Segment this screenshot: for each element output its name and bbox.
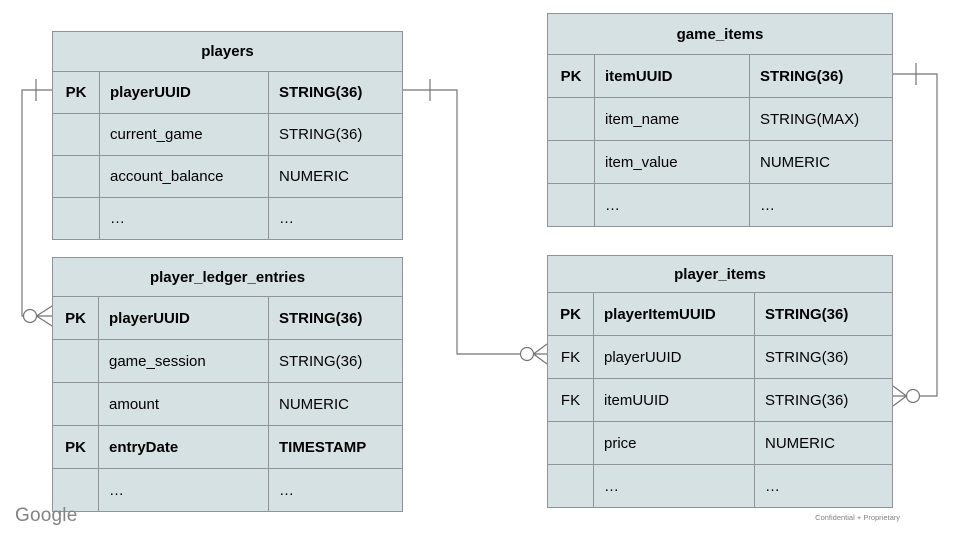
row-name-cell: itemUUID: [593, 379, 754, 421]
row-key-cell: PK: [65, 438, 86, 456]
row-key-cell: [548, 422, 593, 464]
row-name-cell: …: [99, 198, 268, 239]
connector-players-to-player-items: [403, 79, 548, 365]
row-key-cell: [548, 465, 593, 507]
table-row: PK entryDate TIMESTAMP: [53, 425, 402, 468]
table-row: … …: [548, 464, 892, 507]
row-name-cell: amount: [98, 383, 268, 425]
table-row: … …: [53, 468, 402, 511]
row-type-cell: STRING(36): [268, 72, 402, 113]
row-key-cell: PK: [65, 84, 87, 101]
row-type-cell: STRING(36): [754, 293, 892, 335]
table-title: players: [201, 43, 254, 60]
row-type-cell: STRING(36): [268, 114, 402, 155]
table-row: current_game STRING(36): [53, 113, 402, 155]
row-type-cell: NUMERIC: [749, 141, 892, 183]
row-type-cell: STRING(36): [749, 55, 892, 97]
row-type-cell: …: [749, 184, 892, 226]
zero-circle-icon: [519, 346, 535, 362]
connector-game-items-to-player-items: [892, 63, 938, 407]
row-name-cell: playerUUID: [98, 297, 268, 339]
table-player-ledger-entries: player_ledger_entries PK playerUUID STRI…: [52, 257, 403, 512]
table-row: PK playerUUID STRING(36): [53, 296, 402, 339]
row-key-cell: [548, 141, 594, 183]
confidential-note: Confidential + Proprietary: [815, 513, 900, 522]
row-name-cell: playerUUID: [593, 336, 754, 378]
row-name-cell: price: [593, 422, 754, 464]
row-type-cell: STRING(MAX): [749, 98, 892, 140]
table-title: player_items: [674, 265, 766, 283]
row-type-cell: NUMERIC: [268, 156, 402, 197]
table-row: amount NUMERIC: [53, 382, 402, 425]
row-name-cell: entryDate: [98, 426, 268, 468]
row-name-cell: …: [593, 465, 754, 507]
table-title: game_items: [676, 25, 764, 43]
crow-foot-icon: [36, 305, 53, 327]
row-type-cell: …: [754, 465, 892, 507]
row-key-cell: PK: [560, 67, 582, 85]
table-row: FK itemUUID STRING(36): [548, 378, 892, 421]
connector-line: [893, 73, 938, 397]
table-player-items: player_items PK playerItemUUID STRING(36…: [547, 255, 893, 508]
crow-foot-icon: [892, 385, 907, 407]
row-name-cell: itemUUID: [594, 55, 749, 97]
row-name-cell: …: [594, 184, 749, 226]
table-row: item_value NUMERIC: [548, 140, 892, 183]
table-row: PK itemUUID STRING(36): [548, 54, 892, 97]
row-key-cell: FK: [560, 391, 581, 409]
row-name-cell: playerItemUUID: [593, 293, 754, 335]
row-key-cell: [548, 98, 594, 140]
row-key-cell: [53, 114, 99, 155]
table-game-items: game_items PK itemUUID STRING(36) item_n…: [547, 13, 893, 227]
row-type-cell: …: [268, 469, 402, 511]
row-type-cell: NUMERIC: [754, 422, 892, 464]
row-name-cell: item_value: [594, 141, 749, 183]
table-players: players PK playerUUID STRING(36) current…: [52, 31, 403, 240]
row-type-cell: STRING(36): [754, 379, 892, 421]
row-key-cell: [53, 198, 99, 239]
row-type-cell: STRING(36): [268, 340, 402, 382]
table-row: game_session STRING(36): [53, 339, 402, 382]
row-type-cell: STRING(36): [754, 336, 892, 378]
row-key-cell: [53, 340, 98, 382]
table-row: price NUMERIC: [548, 421, 892, 464]
row-type-cell: STRING(36): [268, 297, 402, 339]
row-key-cell: [548, 184, 594, 226]
row-name-cell: current_game: [99, 114, 268, 155]
table-row: FK playerUUID STRING(36): [548, 335, 892, 378]
table-title: player_ledger_entries: [149, 268, 306, 286]
row-name-cell: account_balance: [99, 156, 268, 197]
connector-line: [403, 89, 534, 355]
connector-line: [21, 89, 52, 317]
row-type-cell: NUMERIC: [268, 383, 402, 425]
row-key-cell: [53, 383, 98, 425]
table-row: … …: [53, 197, 402, 239]
row-type-cell: …: [268, 198, 402, 239]
table-row: account_balance NUMERIC: [53, 155, 402, 197]
row-name-cell: playerUUID: [99, 72, 268, 113]
google-logo: Google: [15, 505, 78, 526]
table-row: … …: [548, 183, 892, 226]
zero-circle-icon: [22, 308, 38, 324]
row-name-cell: …: [98, 469, 268, 511]
row-key-cell: [53, 156, 99, 197]
row-key-cell: FK: [560, 348, 581, 366]
zero-circle-icon: [905, 388, 921, 404]
row-key-cell: PK: [560, 305, 581, 323]
connector-players-to-player-ledger-entries: [21, 79, 53, 327]
crow-foot-icon: [533, 343, 548, 365]
row-name-cell: game_session: [98, 340, 268, 382]
table-row: PK playerItemUUID STRING(36): [548, 292, 892, 335]
row-type-cell: TIMESTAMP: [268, 426, 402, 468]
row-name-cell: item_name: [594, 98, 749, 140]
table-row: item_name STRING(MAX): [548, 97, 892, 140]
row-key-cell: PK: [65, 309, 86, 327]
table-row: PK playerUUID STRING(36): [53, 71, 402, 113]
